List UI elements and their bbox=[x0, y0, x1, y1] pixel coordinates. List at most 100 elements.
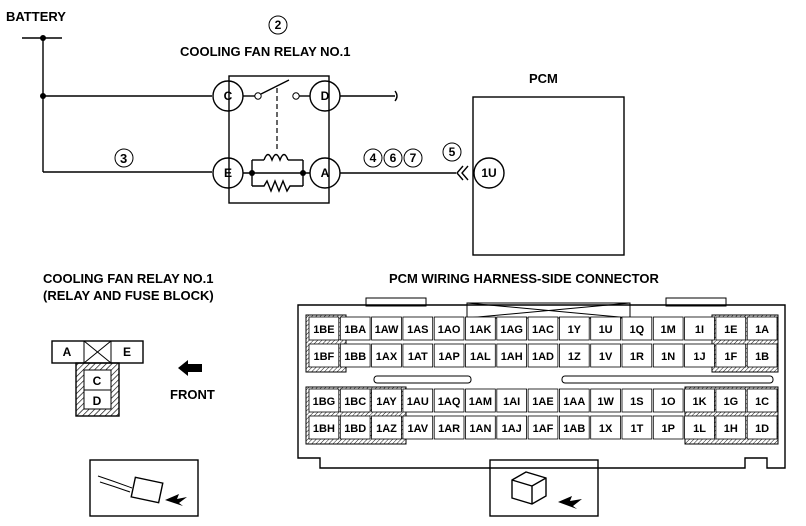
harness-pin-label: 1AA bbox=[563, 396, 585, 408]
harness-pin-label: 1BB bbox=[344, 351, 366, 363]
harness-pin-label: 1AD bbox=[532, 351, 554, 363]
harness-pin-label: 1S bbox=[630, 396, 643, 408]
harness-lock-x-2 bbox=[466, 302, 631, 319]
harness-pin-label: 1BA bbox=[344, 324, 366, 336]
splice-7-label: 7 bbox=[410, 151, 417, 165]
terminal-a-label: A bbox=[321, 166, 330, 180]
pcm-connector-symbol bbox=[456, 165, 469, 181]
harness-pin-label: 1AQ bbox=[438, 396, 461, 408]
harness-pin-label: 1B bbox=[755, 351, 769, 363]
harness-pin-cell bbox=[465, 343, 496, 368]
harness-pin-label: 1K bbox=[692, 396, 706, 408]
splice-4-circle bbox=[363, 148, 383, 168]
switch-contact-left bbox=[254, 92, 262, 100]
harness-slot-right bbox=[561, 375, 774, 384]
harness-pin-label: 1J bbox=[693, 351, 705, 363]
harness-pin-label: 1BE bbox=[313, 324, 334, 336]
harness-pin-cell bbox=[465, 316, 496, 341]
relay-block-title-1: COOLING FAN RELAY NO.1 bbox=[43, 271, 213, 286]
harness-pin-cell bbox=[684, 343, 715, 368]
relay-illustration-frame bbox=[89, 459, 199, 517]
coil-winding bbox=[263, 153, 289, 163]
harness-title: PCM WIRING HARNESS-SIDE CONNECTOR bbox=[389, 271, 659, 286]
harness-pin-label: 1AR bbox=[438, 423, 460, 435]
harness-pin-label: 1AE bbox=[532, 396, 553, 408]
relay-connector-d: D bbox=[93, 394, 102, 408]
harness-pin-cell bbox=[402, 388, 434, 413]
pcm-pin-label: 1U bbox=[481, 166, 496, 180]
harness-pin-cell bbox=[496, 415, 527, 440]
latch-left bbox=[365, 297, 427, 307]
harness-pin-label: 1AP bbox=[438, 351, 459, 363]
harness-pin-cell bbox=[559, 343, 590, 368]
harness-pin-label: 1AH bbox=[501, 351, 523, 363]
harness-pin-label: 1Y bbox=[568, 324, 582, 336]
harness-pin-label: 1BF bbox=[314, 351, 335, 363]
harness-pin-label: 1T bbox=[630, 423, 643, 435]
relay-connector-e: E bbox=[123, 345, 131, 359]
harness-pin-label: 1C bbox=[755, 396, 769, 408]
harness-pin-cell bbox=[465, 388, 496, 413]
harness-pin-label: 1M bbox=[661, 324, 676, 336]
harness-pin-label: 1AI bbox=[503, 396, 520, 408]
harness-pin-cell bbox=[371, 343, 402, 368]
relay-illustration-wires bbox=[97, 475, 133, 493]
harness-pin-label: 1AG bbox=[500, 324, 523, 336]
harness-pin-label: 1BH bbox=[313, 423, 335, 435]
harness-pin-label: 1I bbox=[695, 324, 704, 336]
harness-pin-label: 1P bbox=[661, 423, 674, 435]
harness-pin-label: 1AV bbox=[408, 423, 429, 435]
harness-pin-cell bbox=[684, 388, 715, 413]
harness-pin-cell bbox=[746, 316, 778, 341]
harness-pin-cell bbox=[308, 388, 340, 413]
harness-pin-cell bbox=[527, 343, 559, 368]
battery-label: BATTERY bbox=[6, 9, 66, 24]
harness-pin-cell bbox=[308, 316, 340, 341]
harness-pin-cell bbox=[371, 415, 402, 440]
connector-5-circle bbox=[442, 142, 462, 162]
harness-pin-label: 1AX bbox=[376, 351, 398, 363]
harness-pin-label: 1AJ bbox=[502, 423, 522, 435]
harness-pin-cell bbox=[433, 343, 465, 368]
harness-pin-cell bbox=[621, 415, 653, 440]
pcm-pin bbox=[473, 157, 505, 189]
harness-pin-cell bbox=[559, 415, 590, 440]
harness-pin-cell bbox=[339, 343, 371, 368]
front-arrow-icon bbox=[178, 360, 202, 376]
harness-pin-cell bbox=[746, 388, 778, 413]
harness-pin-cell bbox=[746, 343, 778, 368]
relay-connector-a: A bbox=[63, 345, 72, 359]
resistor bbox=[252, 179, 303, 193]
harness-pin-cell bbox=[590, 388, 621, 413]
harness-pin-cell bbox=[402, 343, 434, 368]
switch-contact-right bbox=[292, 92, 300, 100]
relay-box bbox=[228, 75, 330, 204]
harness-pin-cell bbox=[652, 415, 684, 440]
splice-7-circle bbox=[403, 148, 423, 168]
harness-pin-cell bbox=[496, 343, 527, 368]
harness-pin-cell bbox=[715, 343, 747, 368]
terminal-c-label: C bbox=[224, 89, 233, 103]
harness-pin-cell bbox=[621, 316, 653, 341]
harness-pin-label: 1AF bbox=[533, 423, 554, 435]
harness-pin-label: 1AN bbox=[469, 423, 491, 435]
harness-pin-label: 1Q bbox=[630, 324, 645, 336]
harness-pin-label: 1AL bbox=[470, 351, 491, 363]
harness-pin-label: 1D bbox=[755, 423, 769, 435]
harness-pin-label: 1BG bbox=[313, 396, 336, 408]
harness-pin-label: 1R bbox=[630, 351, 644, 363]
harness-pin-cell bbox=[652, 316, 684, 341]
harness-pin-label: 1AO bbox=[438, 324, 461, 336]
splice-4-label: 4 bbox=[370, 151, 377, 165]
harness-pin-cell bbox=[559, 388, 590, 413]
harness-pin-cell bbox=[402, 415, 434, 440]
harness-pin-cell bbox=[339, 415, 371, 440]
harness-slot-left bbox=[373, 375, 472, 384]
harness-pin-label: 1AT bbox=[408, 351, 428, 363]
harness-pin-label: 1AW bbox=[375, 324, 399, 336]
splice-6-circle bbox=[383, 148, 403, 168]
relay-block-title-2: (RELAY AND FUSE BLOCK) bbox=[43, 288, 214, 303]
harness-pin-cell bbox=[465, 415, 496, 440]
harness-pin-cell bbox=[433, 316, 465, 341]
